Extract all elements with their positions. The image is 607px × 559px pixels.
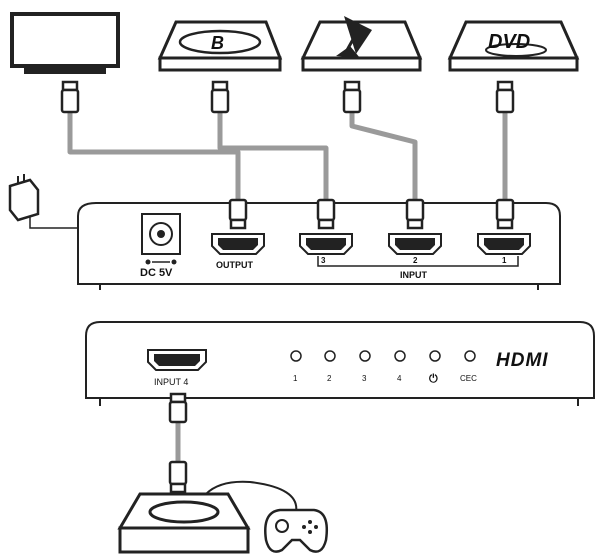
tv-monitor-icon xyxy=(10,12,120,74)
led-input-2 xyxy=(324,350,336,362)
led-input-4 xyxy=(394,350,406,362)
led-label-3: 3 xyxy=(362,374,367,383)
input-4-label: INPUT 4 xyxy=(154,377,188,387)
led-label-cec: CEC xyxy=(460,374,477,383)
controller-cable xyxy=(205,480,298,513)
output-label: OUTPUT xyxy=(216,260,254,270)
led-power xyxy=(429,350,441,362)
led-label-4: 4 xyxy=(397,374,402,383)
hdmi-logo: HDMI xyxy=(496,350,549,371)
input-label: INPUT xyxy=(400,270,428,280)
status-leds xyxy=(290,350,476,362)
led-input-1 xyxy=(290,350,302,362)
dvd-logo: DVD xyxy=(488,31,530,53)
satellite-dish-icon xyxy=(336,16,372,58)
dc-power-jack[interactable] xyxy=(141,213,181,255)
bluray-player-icon: B xyxy=(157,20,283,72)
hdmi-plug-icon xyxy=(60,80,515,114)
dc-polarity-icon xyxy=(145,259,177,265)
input-4-hdmi-port[interactable] xyxy=(147,349,207,371)
switch-back-panel: DC 5V OUTPUT 3 2 1 INPUT xyxy=(77,202,561,290)
dc-5v-label: DC 5V xyxy=(140,267,173,279)
dvd-player-icon: DVD xyxy=(447,20,580,72)
hdmi-cables-top xyxy=(67,112,508,200)
game-console-icon xyxy=(117,492,251,554)
input-1-hdmi-port[interactable] xyxy=(477,233,531,255)
led-label-1: 1 xyxy=(293,374,298,383)
output-hdmi-port[interactable] xyxy=(211,233,265,255)
hdmi-plug-icon xyxy=(228,198,515,230)
gamepad-icon xyxy=(264,508,328,553)
switch-front-panel: INPUT 4 1 2 3 4 ⏻ CEC HDMI xyxy=(85,321,595,406)
led-cec xyxy=(464,350,476,362)
power-symbol-icon: ⏻ xyxy=(429,372,438,385)
port-2-label: 2 xyxy=(413,256,418,265)
led-label-2: 2 xyxy=(327,374,332,383)
port-1-label: 1 xyxy=(502,256,507,265)
input-2-hdmi-port[interactable] xyxy=(388,233,442,255)
input-bracket xyxy=(317,256,519,267)
hdmi-plug-icon xyxy=(168,392,188,494)
port-3-label: 3 xyxy=(321,256,326,265)
led-input-3 xyxy=(359,350,371,362)
bluray-logo: B xyxy=(211,33,224,53)
input-3-hdmi-port[interactable] xyxy=(299,233,353,255)
satellite-receiver-icon xyxy=(300,16,423,72)
